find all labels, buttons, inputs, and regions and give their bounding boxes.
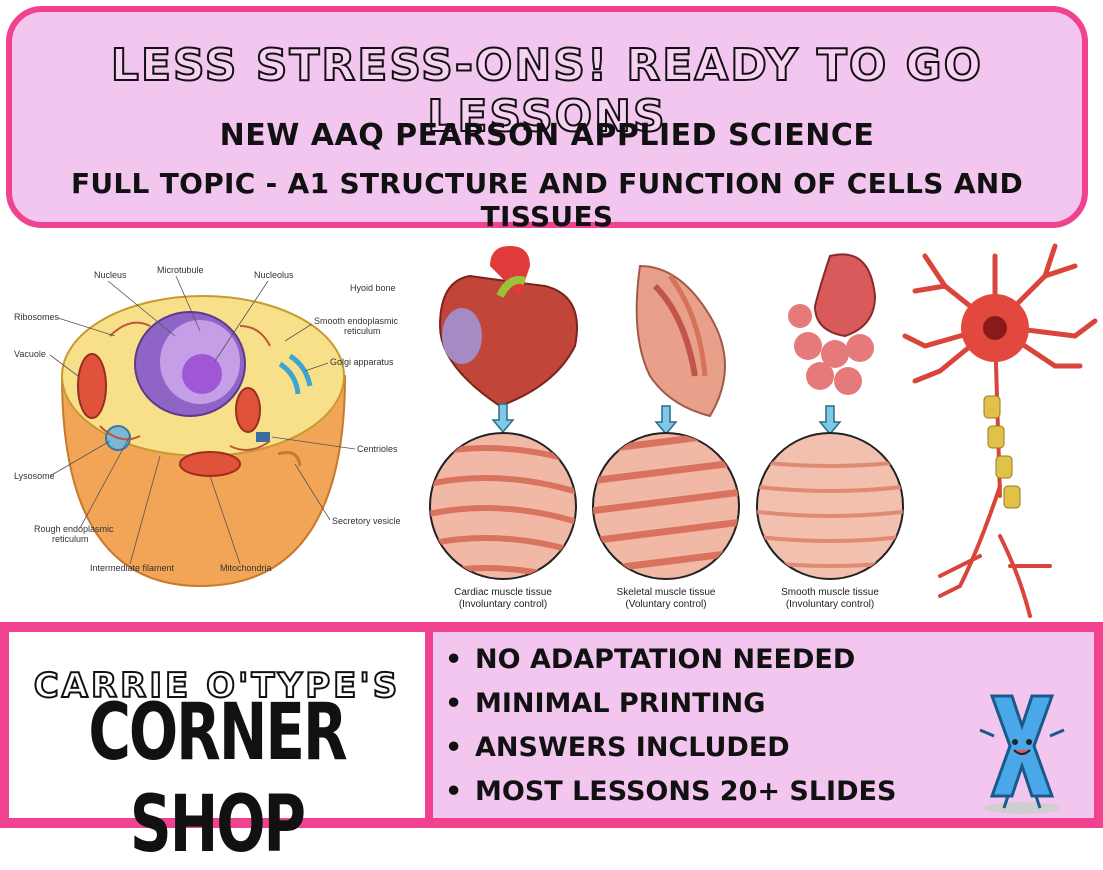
shop-logo: CARRIE O'TYPE'S CORNER SHOP: [9, 632, 425, 870]
label-nucleus: Nucleus: [94, 270, 127, 280]
logo-top-text: CARRIE O'TYPE'S: [33, 665, 401, 707]
label-microtubule: Microtubule: [157, 265, 204, 275]
label-intermediate-filament: Intermediate filament: [90, 563, 175, 573]
tissue-name-cardiac: Cardiac muscle tissue: [454, 587, 552, 598]
label-rough-er-1: Rough endoplasmic: [34, 524, 114, 534]
label-ribosomes: Ribosomes: [14, 312, 60, 322]
feature-item: •MINIMAL PRINTING: [445, 688, 766, 719]
cardiac-tissue-circle: [429, 432, 577, 580]
label-rough-er-2: reticulum: [52, 534, 89, 544]
arrows: [491, 403, 842, 436]
header-banner: LESS STRESS-ONS! READY TO GO LESSONS NEW…: [6, 6, 1088, 233]
label-hyoid-bone: Hyoid bone: [350, 283, 396, 293]
topic-subtitle: FULL TOPIC - A1 STRUCTURE AND FUNCTION O…: [70, 167, 1024, 233]
stomach-intestine-icon: [788, 253, 877, 395]
label-smooth-er-2: reticulum: [344, 326, 381, 336]
features-box: •NO ADAPTATION NEEDED •MINIMAL PRINTING …: [433, 632, 1094, 818]
neuron-body: [961, 294, 1029, 509]
feature-item: •MOST LESSONS 20+ SLIDES: [445, 776, 897, 807]
label-vacuole: Vacuole: [14, 349, 46, 359]
label-secretory-vesicle: Secretory vesicle: [332, 516, 401, 526]
page-title: LESS STRESS-ONS! READY TO GO LESSONS: [110, 39, 984, 143]
label-mitochondria: Mitochondria: [220, 563, 272, 573]
heart-icon: [438, 246, 578, 408]
feature-item: •NO ADAPTATION NEEDED: [445, 644, 856, 675]
label-golgi: Golgi apparatus: [330, 357, 394, 367]
arm-muscle-icon: [635, 264, 726, 418]
label-centrioles: Centrioles: [357, 444, 398, 454]
course-subtitle: NEW AAQ PEARSON APPLIED SCIENCE: [219, 118, 875, 153]
label-lysosome: Lysosome: [14, 471, 55, 481]
tissue-name-skeletal: Skeletal muscle tissue: [617, 587, 716, 598]
animal-cell-illustration: Nucleus Microtubule Nucleolus Hyoid bone…: [14, 265, 401, 588]
label-smooth-er-1: Smooth endoplasmic: [314, 316, 399, 326]
label-nucleolus: Nucleolus: [254, 270, 294, 280]
tissue-control-skeletal: (Voluntary control): [625, 599, 706, 610]
tissue-name-smooth: Smooth muscle tissue: [781, 587, 879, 598]
x-mascot-icon: [979, 694, 1065, 814]
smooth-tissue-circle: [756, 432, 904, 580]
skeletal-tissue-circle: [592, 432, 740, 580]
illustration-area: Nucleus Microtubule Nucleolus Hyoid bone…: [14, 243, 1098, 618]
tissue-control-cardiac: (Involuntary control): [459, 599, 547, 610]
feature-item: •ANSWERS INCLUDED: [445, 732, 790, 763]
feature-list: •NO ADAPTATION NEEDED •MINIMAL PRINTING …: [445, 638, 896, 814]
tissue-control-smooth: (Involuntary control): [786, 599, 874, 610]
logo-main-text: CORNER SHOP: [88, 686, 347, 870]
